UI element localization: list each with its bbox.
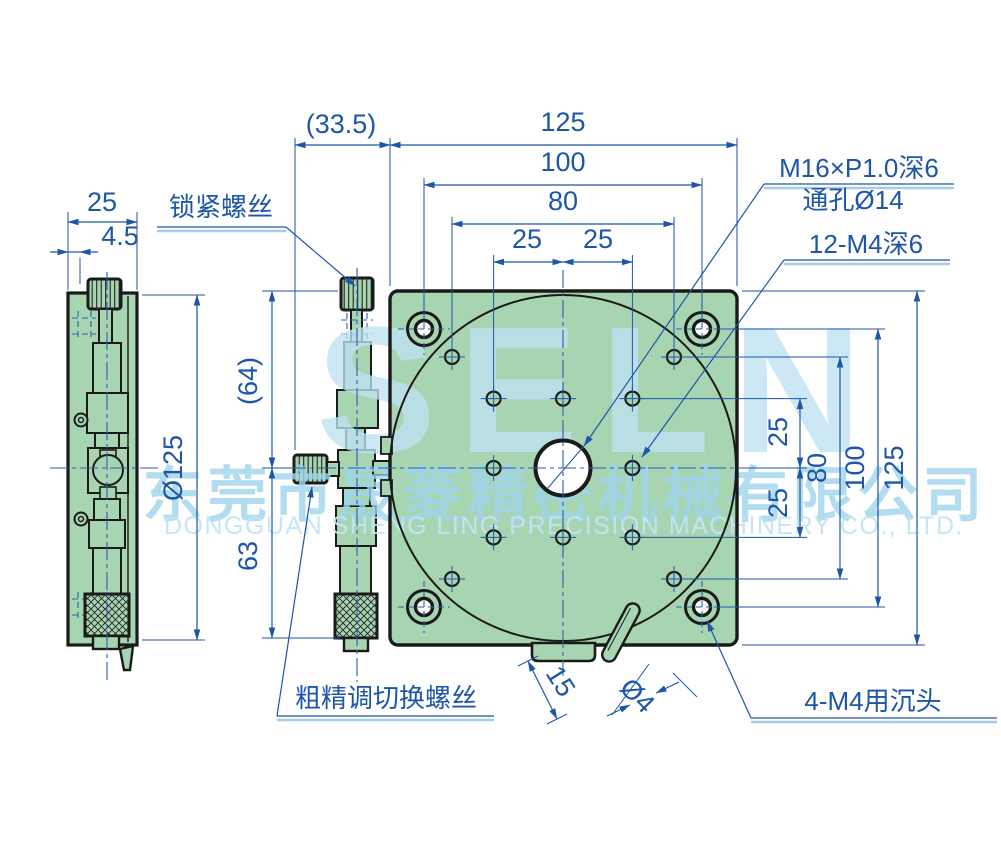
- callout-coarse-fine-switch: 粗精调切换螺丝: [295, 683, 477, 713]
- dimensions-handle: 15 Ø4: [517, 655, 698, 725]
- side-knob-stem: [98, 308, 113, 344]
- m4-hole: [480, 524, 507, 551]
- side-cap: [91, 634, 121, 651]
- m4-hole: [439, 344, 465, 370]
- counterbore-holes: [398, 303, 728, 633]
- m4-holes: [439, 344, 687, 592]
- dim-top-mount: 100: [540, 147, 585, 177]
- dim-left-upper: (64): [233, 357, 263, 405]
- m4-hole: [439, 566, 465, 592]
- coarse-fine-knob-knurl: [294, 455, 327, 483]
- side-screw-top-center: [77, 416, 85, 424]
- callout-grid-holes: 12-M4深6: [809, 229, 923, 259]
- side-ball: [92, 454, 124, 486]
- m4-hole: [550, 524, 576, 551]
- side-handle-tip: [118, 644, 135, 672]
- dim-right-grid-upper: 25: [763, 417, 793, 447]
- dim-side-width: 25: [87, 187, 117, 217]
- m4-hole: [619, 385, 646, 412]
- column-barrel: [339, 545, 372, 595]
- micrometer-column: [292, 276, 391, 653]
- dim-right-mount: 100: [840, 445, 870, 490]
- dim-top-diag: 80: [548, 186, 578, 216]
- dimensions-right: 25 25 80 100 125: [642, 290, 925, 646]
- m4-hole: [661, 344, 687, 370]
- dim-right-grid-lower: 25: [763, 488, 793, 518]
- dim-left-lower: 63: [233, 541, 263, 571]
- column-thimble-knurl: [335, 594, 377, 638]
- m4-hole: [550, 385, 576, 412]
- watermark: SELN 东莞市晟菱精密机械有限公司 DONGGUAN SHENG LING P…: [143, 290, 983, 540]
- column-cap: [342, 636, 370, 653]
- callout-center-thread: M16×P1.0深6: [779, 153, 939, 183]
- m4-hole: [661, 566, 687, 592]
- dim-handle-diameter: Ø4: [614, 672, 661, 719]
- dimensions-top: (33.5) 125 100 80 25 25: [294, 107, 738, 450]
- callout-through-hole: 通孔Ø14: [802, 185, 903, 215]
- callout-counterbore-holes: 4-M4用沉头: [804, 686, 941, 716]
- side-hidden-lines-top: [72, 311, 96, 341]
- callout-lock-screw: 锁紧螺丝: [169, 192, 273, 222]
- counterbore-hole: [676, 303, 728, 355]
- watermark-brand: SELN: [316, 290, 884, 491]
- dim-top-grid-left: 25: [512, 224, 542, 254]
- m4-hole: [480, 385, 507, 412]
- dimensions-side-view: 25 4.5 Ø125: [50, 187, 205, 641]
- counterbore-hole: [398, 581, 450, 633]
- handle-lever: [600, 602, 641, 663]
- dim-right-diag: 80: [802, 453, 832, 483]
- side-view: [50, 272, 162, 680]
- coarse-fine-knob-stem: [326, 461, 340, 477]
- counterbore-hole: [398, 303, 450, 355]
- dim-side-edge-offset: 4.5: [101, 221, 139, 251]
- m4-hole: [480, 455, 507, 481]
- dim-side-table-diameter: Ø125: [158, 435, 188, 501]
- dim-top-offset: (33.5): [306, 109, 377, 139]
- dim-handle-length: 15: [540, 661, 581, 702]
- side-anvil-bottom: [99, 486, 117, 500]
- dim-top-overall: 125: [540, 107, 585, 137]
- dimensions-left: (64) 63: [233, 290, 340, 639]
- dim-right-overall: 125: [879, 445, 909, 490]
- callouts: 锁紧螺丝 M16×P1.0深6 通孔Ø14 12-M4深6 4-M4用沉头 粗精…: [157, 153, 997, 724]
- m4-hole: [619, 455, 646, 481]
- dim-top-grid-right: 25: [583, 224, 613, 254]
- side-lock-knob-knurl: [88, 279, 121, 309]
- side-screw-bottom-center: [77, 515, 85, 523]
- m4-hole: [619, 524, 646, 551]
